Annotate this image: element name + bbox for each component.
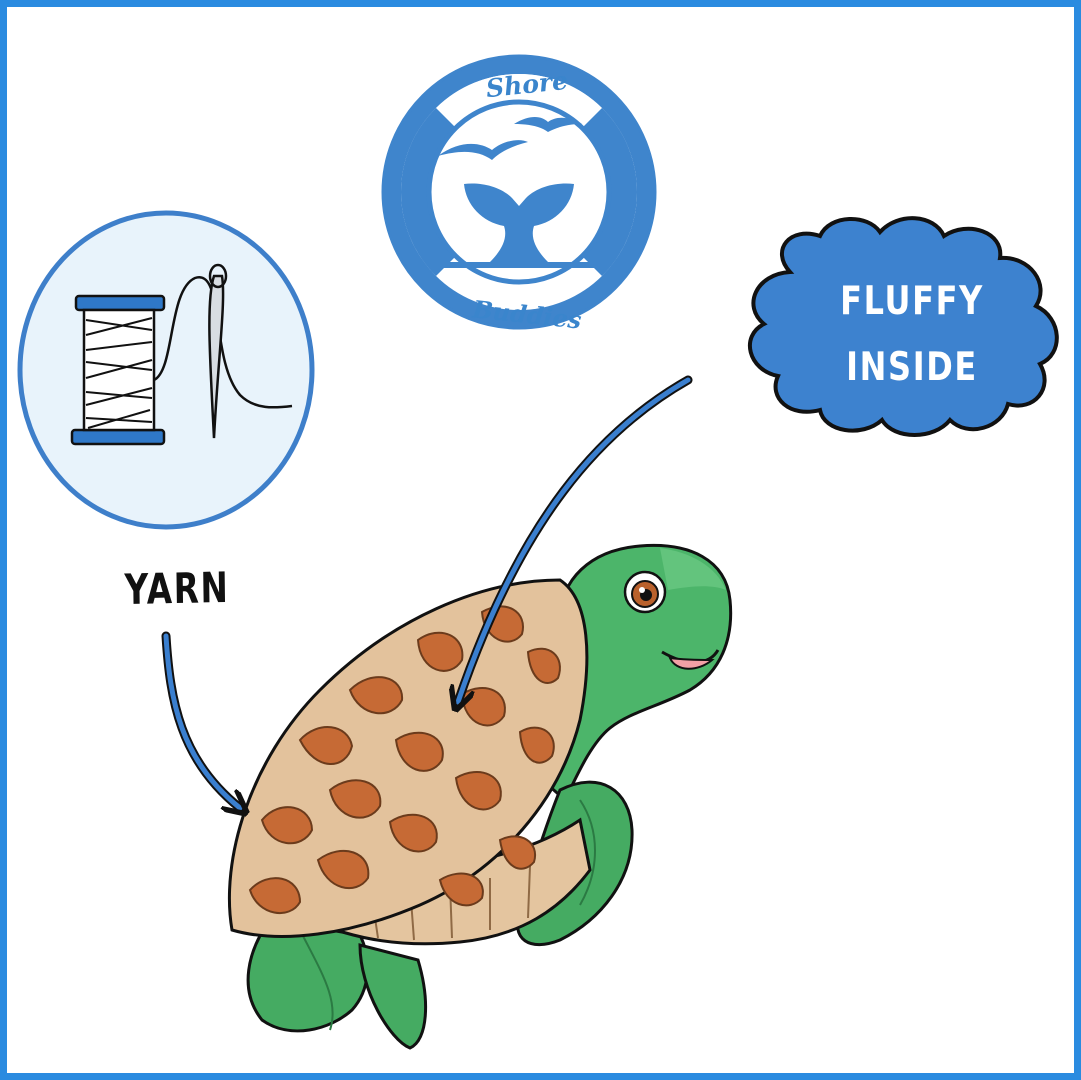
fluffy-arrow: [458, 377, 691, 702]
shore-buddies-logo: [381, 54, 657, 330]
seagull-icon: [514, 117, 582, 132]
thread-spool-needle-icon: [17, 210, 315, 530]
artwork: [17, 54, 1059, 1050]
cloud-label-line1: FLUFFY: [840, 279, 984, 324]
cloud-label: FLUFFY INSIDE: [801, 269, 1022, 409]
whale-tail-icon: [464, 183, 574, 262]
yarn-label: YARN: [124, 562, 230, 615]
cloud-label-line2: INSIDE: [846, 345, 978, 390]
yarn-arrow: [161, 631, 245, 813]
seagull-icon: [438, 140, 528, 160]
cloud-icon: [747, 216, 1059, 437]
yarn-arrow: [163, 633, 240, 808]
sea-turtle-illustration: [228, 543, 733, 1050]
